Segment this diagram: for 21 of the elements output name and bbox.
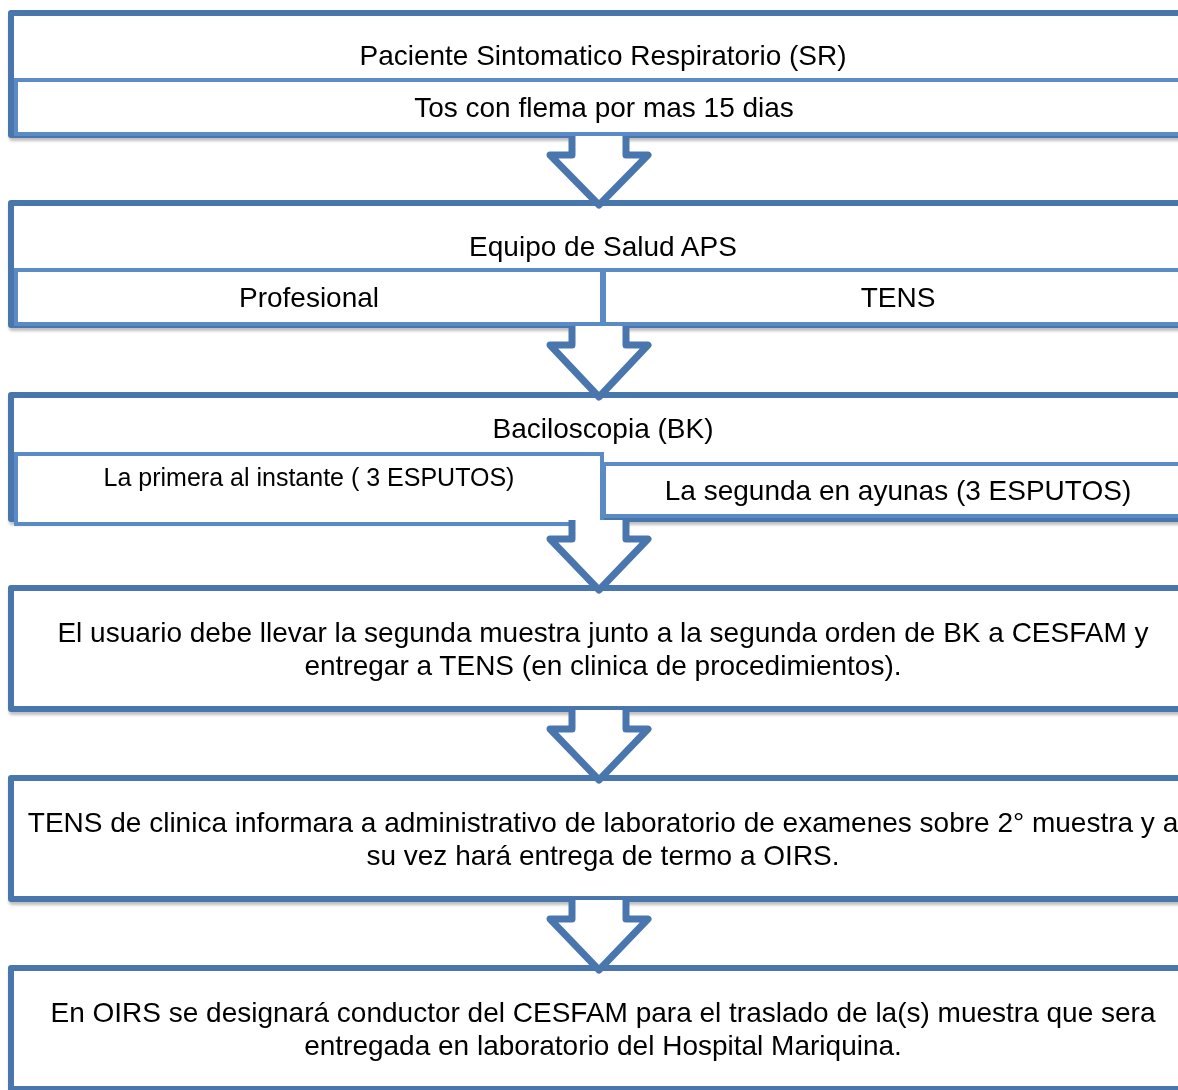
node-text: Profesional xyxy=(238,280,380,314)
sub-box xyxy=(602,268,1178,326)
node-text: La segunda en ayunas (3 ESPUTOS) xyxy=(664,473,1132,507)
node-text: Baciloscopia (BK) xyxy=(492,411,714,445)
node-text: El usuario debe llevar la segunda muestra junto a la segunda orden de BK a CESFAM y entregar a TENS (en clinica de procedimientos). xyxy=(56,615,1150,682)
node-text: TENS de clinica informara a administrativo de laboratorio de examenes sobre 2° muestra y a su vez hará entrega de termo a OIRS. xyxy=(26,805,1178,872)
sub-box xyxy=(14,268,604,326)
node-text: Paciente Sintomatico Respiratorio (SR) xyxy=(359,38,847,72)
node-text: Tos con flema por mas 15 dias xyxy=(414,90,794,124)
process-box xyxy=(8,200,1178,328)
process-box xyxy=(8,775,1178,902)
node-text: La primera al instante ( 3 ESPUTOS) xyxy=(103,462,515,493)
node-text: TENS xyxy=(860,280,936,314)
node-text: Equipo de Salud APS xyxy=(469,229,737,263)
process-box xyxy=(8,10,1178,138)
process-box xyxy=(8,965,1178,1090)
sub-box xyxy=(14,452,604,526)
process-box xyxy=(8,585,1178,712)
sub-box xyxy=(602,462,1178,518)
sub-box xyxy=(14,78,1178,136)
node-text: En OIRS se designará conductor del CESFAM para el traslado de la(s) muestra que sera entregada en laboratorio del Hospital Mariquina. xyxy=(49,995,1157,1062)
